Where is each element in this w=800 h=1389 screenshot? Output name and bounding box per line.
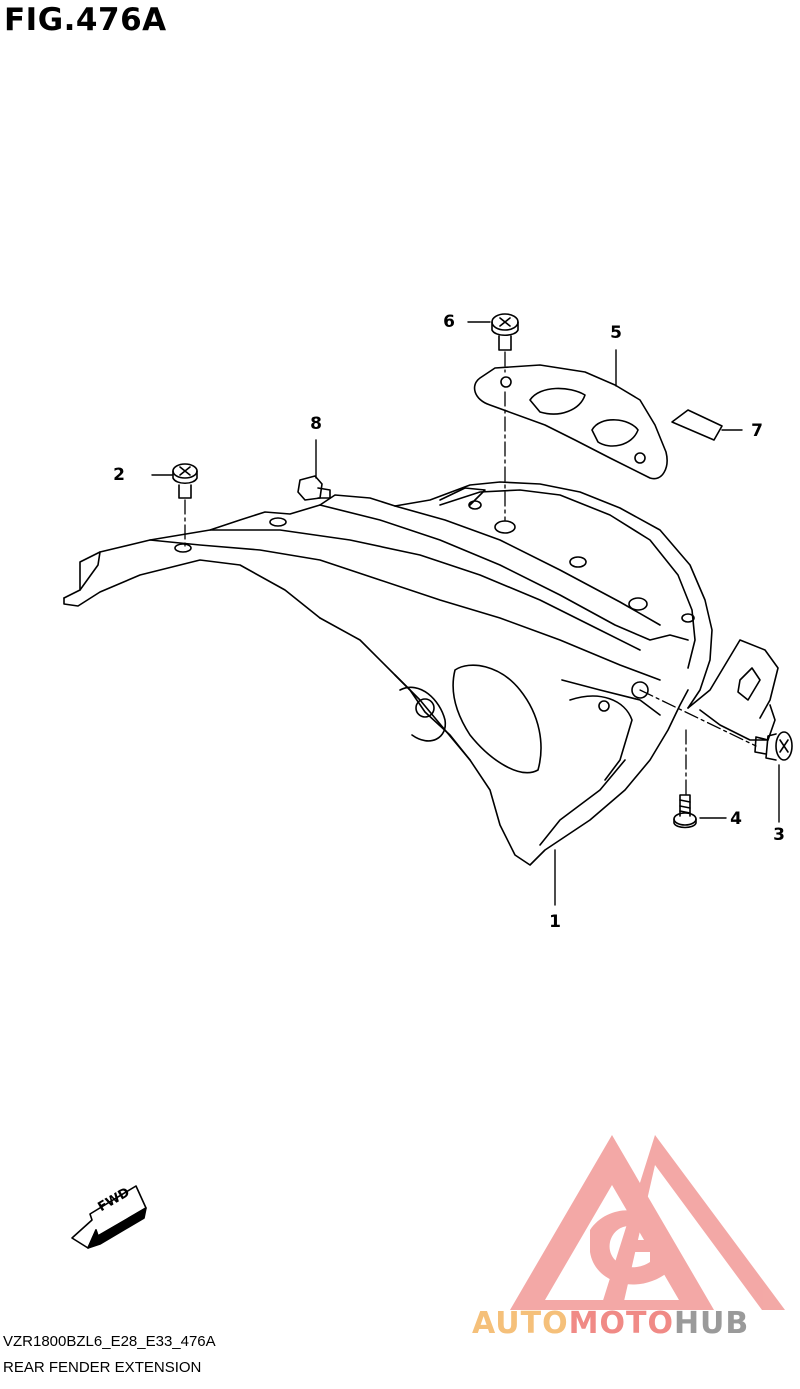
- watermark-logo: [510, 1135, 785, 1310]
- callout-1: 1: [549, 912, 561, 932]
- fwd-direction-badge: [71, 1185, 147, 1249]
- watermark-text-auto: AUTO: [472, 1306, 569, 1341]
- watermark-text: AUTOMOTOHUB: [472, 1306, 749, 1342]
- screw-part-6: [491, 313, 519, 351]
- pad-part-7: [671, 409, 723, 441]
- callout-5: 5: [610, 323, 622, 343]
- figure-caption: REAR FENDER EXTENSION: [3, 1359, 202, 1376]
- assembly-lines: [184, 351, 757, 796]
- screw-part-4: [673, 794, 697, 829]
- watermark-text-moto: MOTO: [568, 1306, 674, 1341]
- callout-8: 8: [310, 414, 322, 434]
- model-code: VZR1800BZL6_E28_E33_476A: [3, 1333, 216, 1350]
- callout-2: 2: [113, 465, 125, 485]
- screw-part-2: [172, 463, 198, 499]
- callout-7: 7: [751, 421, 763, 441]
- callout-3: 3: [773, 825, 785, 845]
- screw-part-3: [754, 731, 793, 761]
- leader-lines: [151, 321, 780, 906]
- bracket-plate-part-5: [473, 364, 668, 480]
- watermark-text-hub: HUB: [673, 1306, 750, 1341]
- figure-title: FIG.476A: [4, 2, 167, 38]
- rear-fender-extension-part-1: [63, 481, 779, 866]
- clip-nut-part-8: [297, 475, 331, 501]
- callout-6: 6: [443, 312, 455, 332]
- callout-4: 4: [730, 809, 742, 829]
